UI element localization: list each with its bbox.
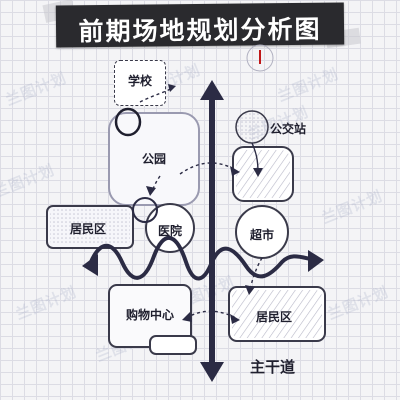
park-entry-ring bbox=[132, 197, 158, 223]
pin-circle bbox=[246, 44, 274, 72]
flow-arrow-left bbox=[82, 254, 98, 276]
bus-stop-circle bbox=[235, 110, 269, 144]
flow-arrow-right bbox=[308, 250, 324, 272]
park-label: 公园 bbox=[142, 152, 167, 166]
arrowhead bbox=[245, 285, 255, 295]
main-road-label: 主干道 bbox=[250, 358, 296, 376]
arrowhead bbox=[182, 312, 192, 322]
bus-stop-label: 公交站 bbox=[270, 122, 307, 136]
school-to-park-arrow bbox=[139, 87, 173, 103]
shopping-center-notch bbox=[149, 335, 197, 355]
school-label: 学校 bbox=[128, 74, 153, 88]
shopping-center-label: 购物中心 bbox=[126, 308, 175, 322]
residential-west-dots bbox=[50, 209, 130, 245]
main-road-arrow-down bbox=[200, 362, 224, 382]
bus-stop-hatch bbox=[236, 150, 290, 198]
shop-to-residential-arrow bbox=[185, 310, 237, 319]
residential-west-label: 居民区 bbox=[70, 222, 107, 236]
park-down-arrow bbox=[151, 175, 161, 193]
school-zone bbox=[114, 60, 166, 106]
school-sketch-loop bbox=[114, 107, 142, 137]
supermarket-label: 超市 bbox=[250, 228, 275, 242]
arrowhead bbox=[230, 314, 240, 324]
arrowhead bbox=[146, 186, 156, 196]
traffic-flow-wave bbox=[88, 235, 318, 281]
hospital-label: 医院 bbox=[158, 224, 183, 238]
main-road-arrow-up bbox=[200, 80, 224, 100]
hospital-circle bbox=[145, 203, 195, 253]
residential-east-label: 居民区 bbox=[256, 310, 293, 324]
park-to-bus-arrow bbox=[179, 162, 237, 175]
residential-east-hatch bbox=[232, 290, 322, 338]
arrowhead bbox=[253, 168, 263, 177]
arrowhead bbox=[168, 84, 176, 92]
arrowhead bbox=[230, 166, 240, 176]
